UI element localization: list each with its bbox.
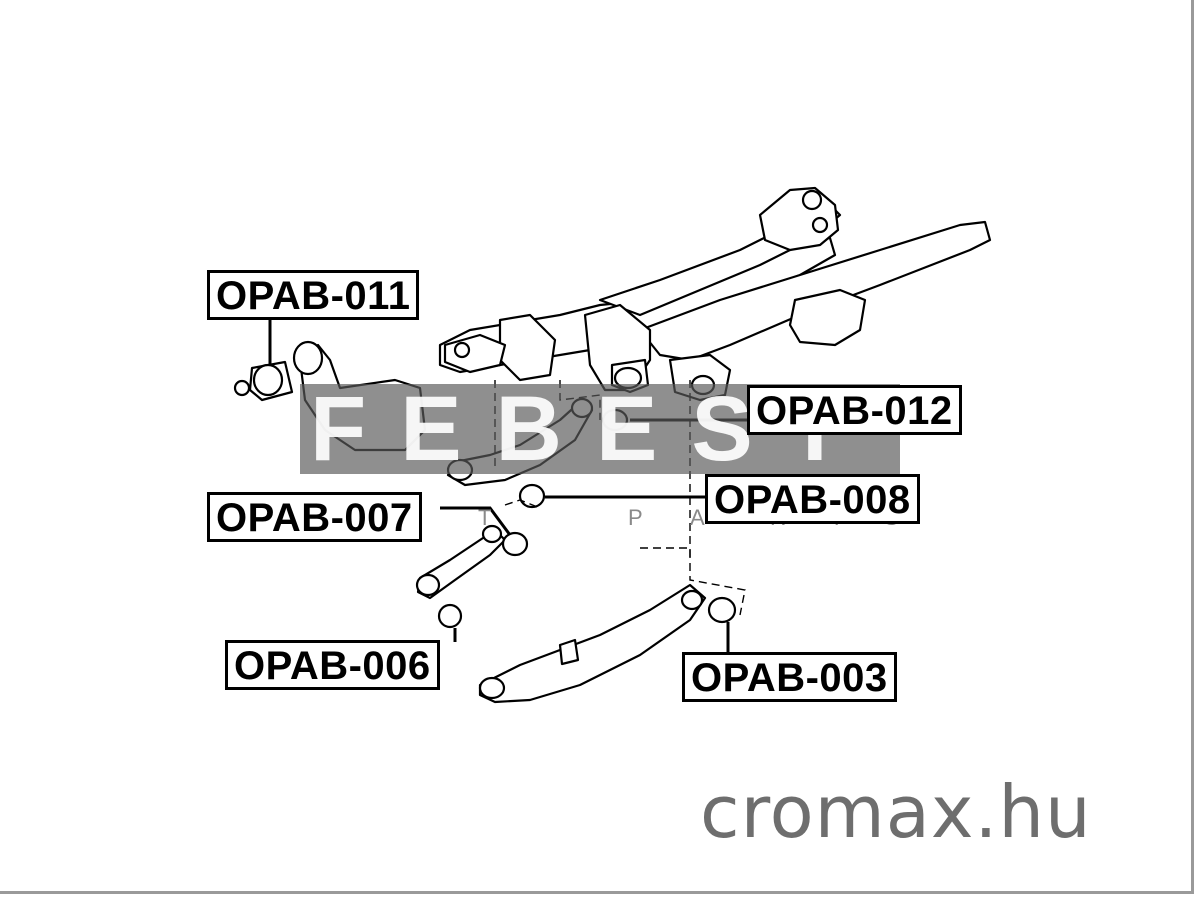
- site-watermark: cromax.hu: [700, 770, 1092, 854]
- label-opab-006: OPAB-006: [225, 640, 440, 690]
- label-opab-012: OPAB-012: [747, 385, 962, 435]
- label-opab-007: OPAB-007: [207, 492, 422, 542]
- label-opab-008: OPAB-008: [705, 474, 920, 524]
- label-opab-011: OPAB-011: [207, 270, 420, 320]
- right-mount-block: [788, 288, 867, 347]
- bushing-007: [501, 531, 529, 557]
- watermark-letter: P: [628, 505, 643, 530]
- subframe-tower: [758, 186, 840, 252]
- bushing-008: [518, 483, 546, 509]
- watermark-letter: T: [478, 505, 492, 530]
- watermark-letter: A: [690, 505, 705, 530]
- bushing-003: [707, 596, 737, 624]
- bushing-006: [437, 603, 463, 629]
- lower-control-arm: [478, 583, 707, 704]
- label-opab-003: OPAB-003: [682, 652, 897, 702]
